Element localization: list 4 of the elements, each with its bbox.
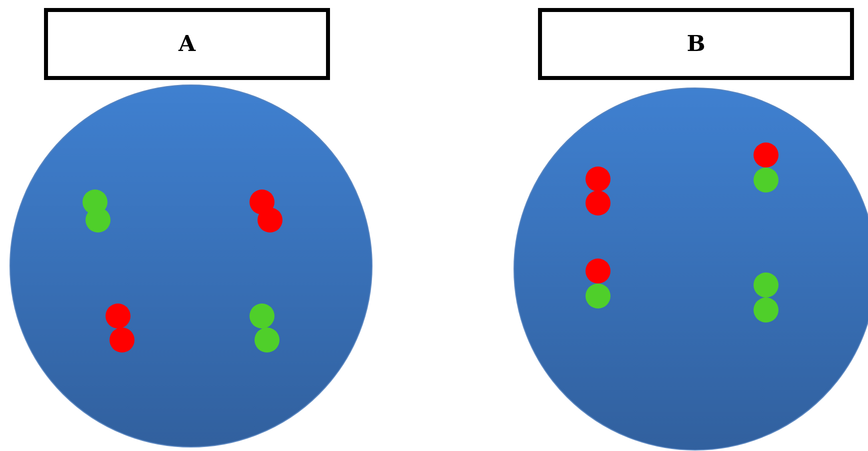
label-box bbox=[538, 8, 854, 80]
heading-text: A bbox=[178, 31, 196, 57]
heading-text: B bbox=[686, 31, 706, 57]
label-box bbox=[44, 8, 330, 80]
